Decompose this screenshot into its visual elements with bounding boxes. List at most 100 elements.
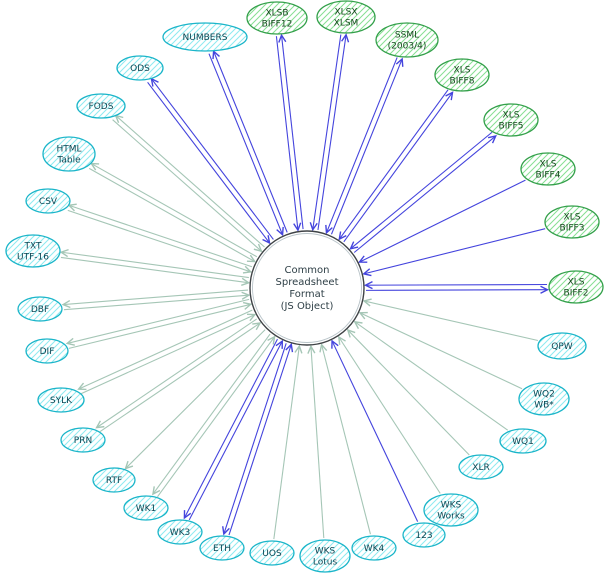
arrow-csv-to-center: [67, 209, 253, 274]
format-node-ellipse: [199, 535, 245, 561]
format-node-label-line: WK4: [364, 544, 385, 554]
format-node-ellipse: [249, 540, 295, 566]
format-node-ellipse: [60, 427, 106, 453]
arrow-dbf-to-center: [63, 291, 251, 311]
center-label-line: Spreadsheet: [276, 277, 339, 288]
format-node-label-line: DIF: [40, 347, 55, 357]
format-node-sylk: SYLK: [37, 387, 85, 413]
format-node-label-line: DBF: [31, 305, 49, 315]
arrow-center-to-xlsb: [278, 33, 304, 230]
format-node-ellipse: [375, 22, 439, 58]
arrow-l123-to-center: [331, 339, 419, 522]
format-node-qpw: QPW: [537, 332, 587, 360]
format-node-label-line: UOS: [262, 549, 282, 559]
format-node-ellipse: [351, 535, 397, 561]
arrow-wk4-to-center: [319, 343, 371, 535]
format-node-label-line: ODS: [130, 64, 150, 74]
format-node-label-line: BIFF3: [560, 224, 585, 234]
arrow-center-to-wk1: [152, 333, 271, 496]
arrow-wq1-to-center: [353, 320, 509, 431]
format-node-label-line: Lotus: [313, 558, 338, 568]
format-node-label-line: BIFF4: [536, 171, 561, 181]
center-circle: [249, 230, 365, 346]
arrow-biff4-to-center: [358, 179, 526, 263]
arrow-center-to-dif: [65, 298, 250, 346]
format-node-label: QPW: [551, 342, 573, 352]
format-node-label-line: HTML: [56, 145, 81, 155]
format-node-label-line: BIFF2: [564, 289, 589, 299]
arrow-biff3-to-center: [362, 228, 546, 277]
format-node-label-line: WKS: [441, 501, 462, 511]
format-node-label-line: WK3: [170, 528, 191, 538]
format-node-label: ODS: [130, 64, 150, 74]
format-node-label-line: BIFF12: [262, 20, 293, 30]
arrow-wkslotus-to-center: [307, 344, 325, 539]
format-node-label: ETH: [213, 544, 231, 554]
format-node-label-line: XLSB: [265, 9, 288, 19]
format-node-label: WK4: [364, 544, 385, 554]
arrow-txt-to-center: [60, 256, 251, 286]
format-node-label-line: ETH: [213, 544, 231, 554]
format-node-ellipse: [123, 495, 169, 521]
format-node-ellipse: [299, 539, 351, 573]
format-node-ellipse: [520, 152, 576, 186]
format-node-dbf: DBF: [17, 296, 63, 322]
format-node-label-line: 123: [415, 531, 432, 541]
arrow-numbers-to-center: [208, 53, 284, 237]
format-node-dif: DIF: [25, 338, 69, 364]
format-node-label: WQ1: [512, 437, 534, 447]
format-node-ellipse: [25, 338, 69, 364]
arrow-qpw-to-center: [362, 298, 539, 342]
arrow-prn-to-center: [99, 322, 262, 433]
format-node-label: DBF: [31, 305, 49, 315]
format-node-ellipse: [92, 467, 136, 493]
format-node-label: XLR: [472, 463, 489, 473]
arrow-biff2-to-center: [363, 281, 547, 290]
format-node-label-line: (2003/4): [388, 42, 427, 52]
center-label-line: (JS Object): [281, 301, 334, 312]
format-node-label-line: XLS: [568, 278, 585, 288]
format-node-rtf: RTF: [92, 467, 136, 493]
arrow-center-to-csv: [67, 203, 253, 268]
arrow-wk3-to-center: [188, 339, 284, 521]
format-node-ellipse: [434, 58, 490, 92]
format-node-label-line: XLSX: [334, 8, 357, 18]
arrow-fods-to-center: [112, 119, 263, 253]
format-node-label-line: XLR: [472, 463, 489, 473]
format-node-numbers: NUMBERS: [162, 22, 248, 52]
format-node-label-line: XLS: [503, 111, 520, 121]
format-node-label: SSML(2003/4): [388, 31, 427, 52]
arrow-center-to-sylk: [77, 309, 253, 391]
edges-layer: [59, 33, 550, 540]
format-node-ellipse: [402, 522, 446, 548]
format-node-l123: 123: [402, 522, 446, 548]
format-node-wk4: WK4: [351, 535, 397, 561]
arrow-center-to-rtf: [124, 329, 266, 470]
format-node-label: NUMBERS: [183, 33, 228, 43]
arrow-biff8-to-center: [338, 89, 449, 241]
format-node-ellipse: [423, 493, 479, 527]
arrow-center-to-wk3: [183, 338, 278, 520]
format-node-ssml: SSML(2003/4): [375, 22, 439, 58]
format-node-ellipse: [5, 234, 61, 268]
format-node-label-line: FODS: [89, 102, 114, 112]
arrow-center-to-eth: [222, 343, 287, 536]
